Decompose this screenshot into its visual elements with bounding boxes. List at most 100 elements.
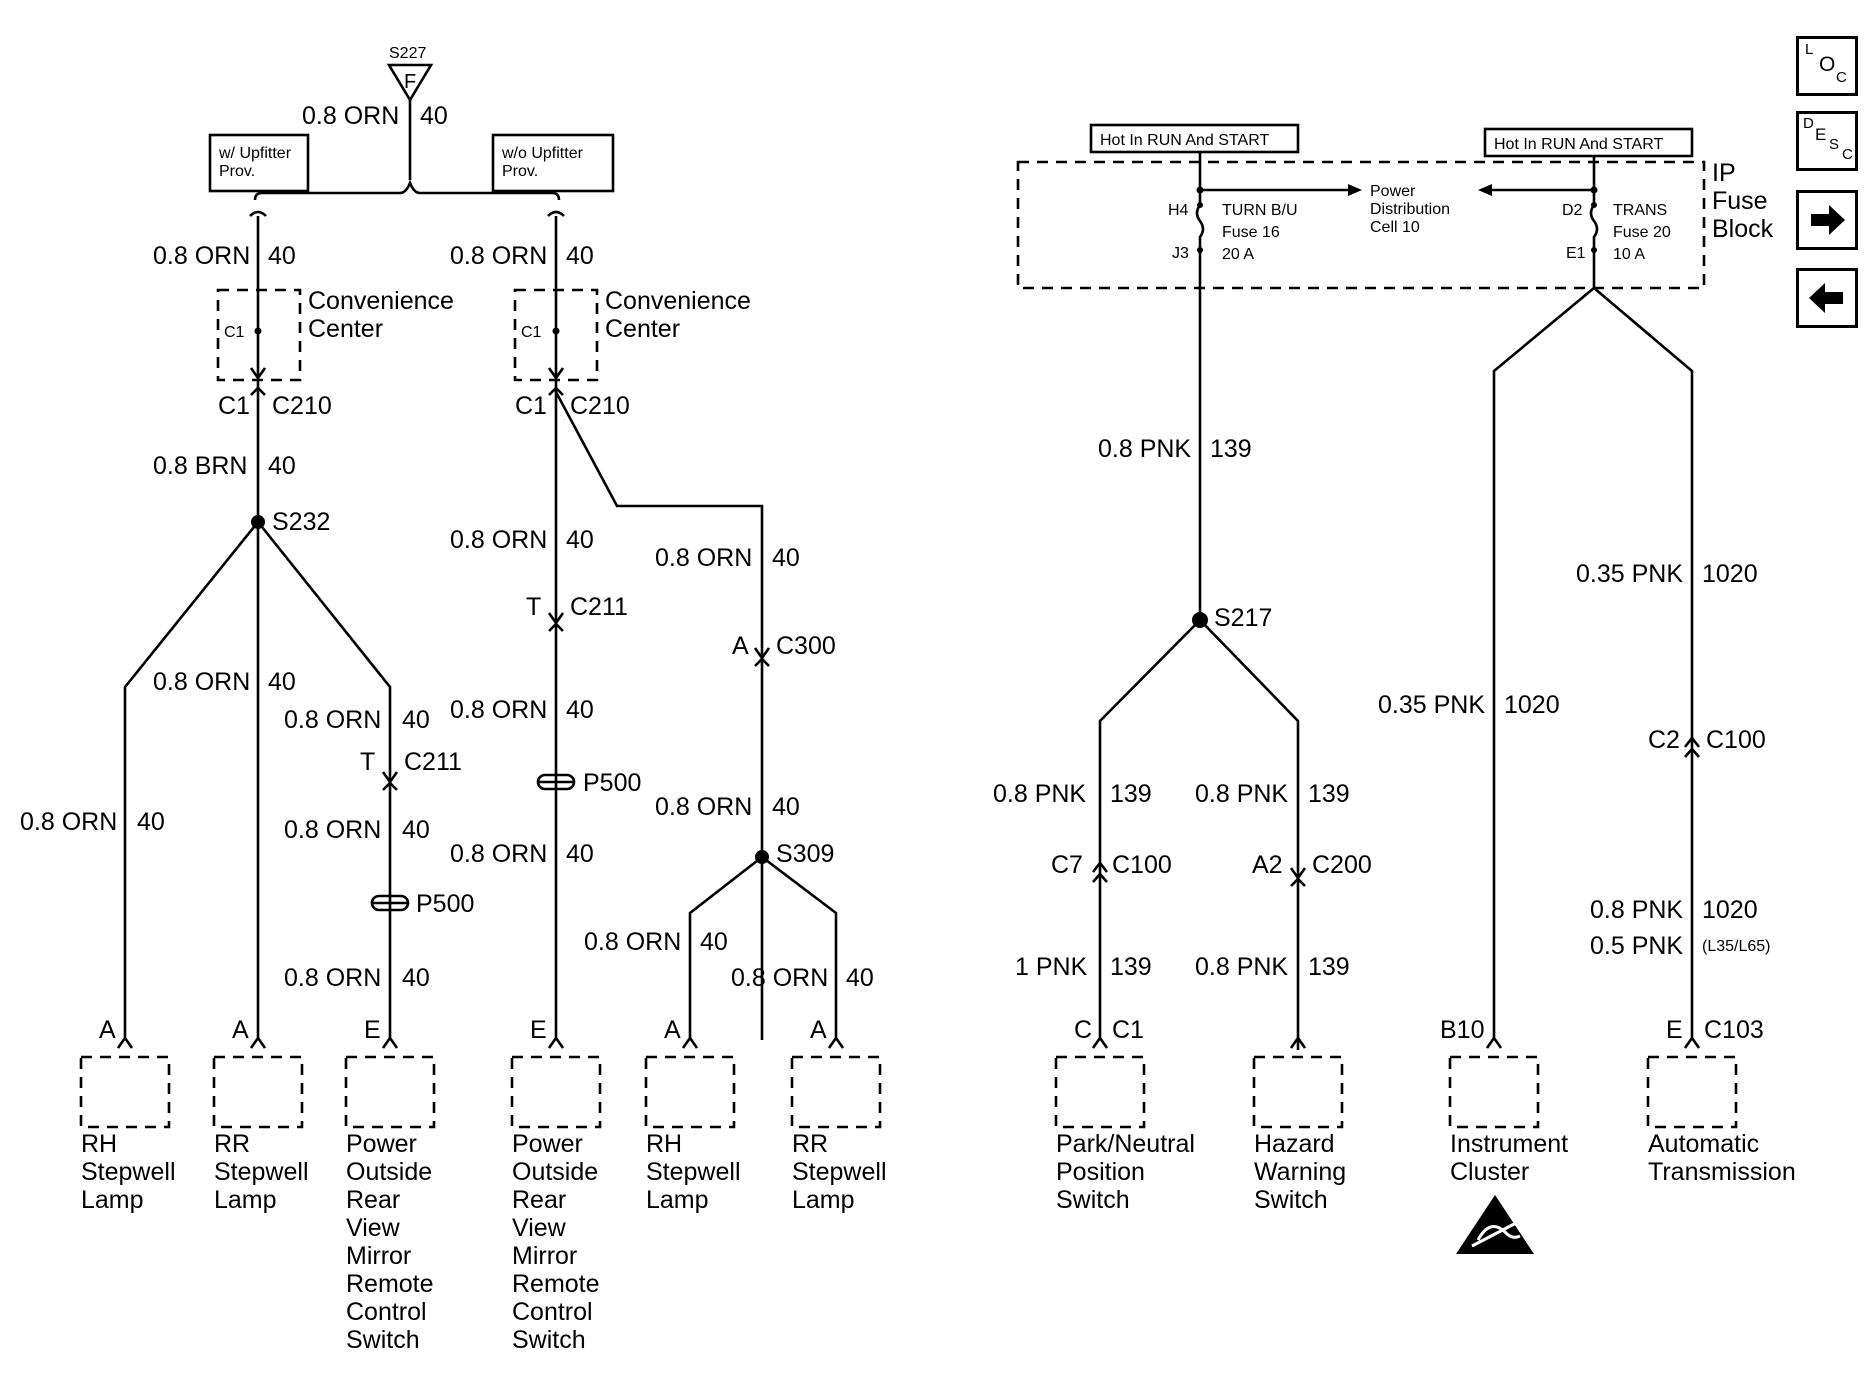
hz-wire2-gauge: 0.8 PNK bbox=[1195, 953, 1288, 981]
convenience-center-a bbox=[216, 288, 302, 382]
desc-e: E bbox=[1815, 125, 1827, 144]
pm-b-wire1-circuit: 40 bbox=[566, 526, 594, 554]
s-wire2-circuit: 40 bbox=[772, 793, 800, 821]
conv-b-pin: C1 bbox=[521, 324, 542, 341]
fuse-icon bbox=[1195, 190, 1205, 250]
branch-a-c1-pin: C1 bbox=[218, 392, 250, 420]
rh-wire-circuit: 40 bbox=[137, 808, 165, 836]
splice-s227-letter: F bbox=[404, 71, 416, 93]
pm-a-c211: C211 bbox=[404, 748, 462, 776]
component-box bbox=[1646, 1055, 1738, 1129]
pm-a-c211-pin: T bbox=[360, 748, 375, 776]
desc-d: D bbox=[1803, 115, 1814, 132]
at-wire3-gauge: 0.5 PNK bbox=[1590, 932, 1683, 960]
component-pin-label: B10 bbox=[1440, 1016, 1484, 1044]
esd-warning-icon bbox=[1456, 1195, 1534, 1254]
component-pin-label: E bbox=[530, 1016, 547, 1044]
connector-terminal-icon bbox=[1091, 1035, 1109, 1049]
pn-wire2-gauge: 1 PNK bbox=[1015, 953, 1088, 981]
fuse16-number: Fuse 16 bbox=[1222, 224, 1280, 241]
component-box bbox=[510, 1055, 602, 1129]
connector-terminal-icon bbox=[1485, 1035, 1503, 1049]
component-pin-label: A bbox=[810, 1016, 827, 1044]
connector-terminal-icon bbox=[249, 1035, 267, 1049]
s-wire2-gauge: 0.8 ORN bbox=[655, 793, 752, 821]
component-pin-label: A bbox=[232, 1016, 249, 1044]
connector-terminal-icon bbox=[681, 1035, 699, 1049]
component-pin-label: E bbox=[1666, 1016, 1683, 1044]
component-connector-label: C1 bbox=[1112, 1016, 1144, 1044]
option-box-without-upfitter bbox=[491, 133, 615, 193]
right-circuit: Hot In RUN And START Hot In RUN And STAR… bbox=[993, 123, 1774, 1050]
pm-b-wire2-gauge: 0.8 ORN bbox=[450, 696, 547, 724]
component-box bbox=[1252, 1055, 1344, 1129]
at-wire2-gauge: 0.8 PNK bbox=[1590, 896, 1683, 924]
wire-top-gauge: 0.8 ORN bbox=[302, 102, 399, 130]
pm-a-wire1-gauge: 0.8 ORN bbox=[284, 706, 381, 734]
connector-terminal-icon bbox=[1683, 1035, 1701, 1049]
wire-139-gauge: 0.8 PNK bbox=[1098, 435, 1191, 463]
at-wire2-circuit: 1020 bbox=[1702, 896, 1758, 924]
fuse20-number: Fuse 20 bbox=[1613, 224, 1671, 241]
at-wire1-circuit: 1020 bbox=[1702, 560, 1758, 588]
branch-a-wire2-gauge: 0.8 BRN bbox=[153, 452, 247, 480]
pm-a-p500: P500 bbox=[416, 890, 474, 918]
splice-s309: S309 bbox=[776, 840, 834, 868]
description-button[interactable]: D E S C bbox=[1796, 111, 1858, 171]
fuse20-amps: 10 A bbox=[1613, 246, 1645, 263]
wire-139-circuit: 139 bbox=[1210, 435, 1252, 463]
fuse20-in-pin: D2 bbox=[1562, 202, 1583, 219]
component-box bbox=[79, 1055, 171, 1129]
loc-o: O bbox=[1819, 53, 1836, 76]
branch-b-wire1-circuit: 40 bbox=[566, 242, 594, 270]
location-button[interactable]: L O C bbox=[1796, 36, 1858, 96]
component-pin-label: C bbox=[1074, 1016, 1092, 1044]
c100a-pin: C7 bbox=[1051, 851, 1083, 879]
right-arrow-icon bbox=[1811, 205, 1845, 235]
pm-a-wire3-circuit: 40 bbox=[402, 964, 430, 992]
previous-page-button[interactable] bbox=[1796, 268, 1858, 328]
hot-in-run-start-box-1 bbox=[1089, 123, 1300, 154]
pm-a-wire3-gauge: 0.8 ORN bbox=[284, 964, 381, 992]
connector-arrow-icon bbox=[249, 367, 267, 381]
connector-terminal-icon bbox=[1289, 1035, 1307, 1049]
conv-a-pin: C1 bbox=[224, 324, 245, 341]
hz-wire1-circuit: 139 bbox=[1308, 780, 1350, 808]
ip-fuse-block bbox=[1016, 160, 1706, 290]
desc-c: C bbox=[1842, 146, 1853, 163]
desc-s: S bbox=[1829, 136, 1840, 153]
branch-a-c210: C210 bbox=[272, 392, 332, 420]
pn-wire2-circuit: 139 bbox=[1110, 953, 1152, 981]
s309-rh-circuit: 40 bbox=[700, 928, 728, 956]
component-connector-label: C103 bbox=[1704, 1016, 1764, 1044]
s309-rh-gauge: 0.8 ORN bbox=[584, 928, 681, 956]
hot-label-1: Hot In RUN And START bbox=[1100, 132, 1269, 149]
fuse16-out-pin: J3 bbox=[1172, 245, 1189, 262]
component-box bbox=[1054, 1055, 1146, 1129]
pn-wire1-circuit: 139 bbox=[1110, 780, 1152, 808]
branch-a-wire1-gauge: 0.8 ORN bbox=[153, 242, 250, 270]
branch-b-wire1-gauge: 0.8 ORN bbox=[450, 242, 547, 270]
fuse16-in-pin: H4 bbox=[1168, 202, 1189, 219]
c200-pin: A2 bbox=[1252, 851, 1283, 879]
s-wire1-gauge: 0.8 ORN bbox=[655, 544, 752, 572]
component-pin-label: A bbox=[664, 1016, 681, 1044]
ic-wire-gauge: 0.35 PNK bbox=[1378, 691, 1485, 719]
next-page-button[interactable] bbox=[1796, 190, 1858, 250]
c300-pin: A bbox=[732, 632, 749, 660]
hz-wire2-circuit: 139 bbox=[1308, 953, 1350, 981]
hz-wire1-gauge: 0.8 PNK bbox=[1195, 780, 1288, 808]
pn-wire1-gauge: 0.8 PNK bbox=[993, 780, 1086, 808]
